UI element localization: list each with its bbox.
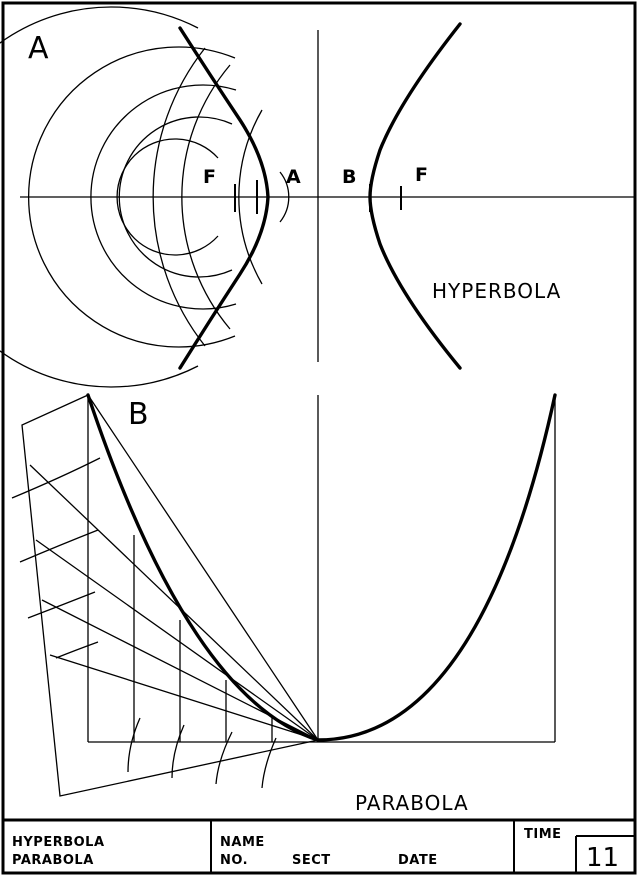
construction-arc — [0, 6, 199, 388]
sect-label: SECT — [292, 853, 331, 868]
figure-b-letter: B — [128, 397, 149, 432]
edge-hook — [171, 724, 185, 779]
edge-hook — [261, 737, 277, 789]
hyperbola-figure: A F A B F HYPERBOLA — [0, 6, 635, 388]
name-label: NAME — [220, 835, 265, 850]
ray-line — [29, 464, 319, 741]
time-label: TIME — [524, 827, 562, 842]
edge-hook — [11, 457, 101, 499]
edge-hook — [215, 731, 233, 785]
ray-line — [49, 654, 319, 741]
hyperbola-left-branch — [178, 26, 270, 370]
construction-arc — [90, 84, 237, 310]
parabola-figure: B PARABOLA — [11, 393, 557, 815]
ray-line — [35, 539, 319, 741]
title-line-1: HYPERBOLA — [12, 835, 105, 850]
title-line-2: PARABOLA — [12, 853, 94, 868]
title-block: HYPERBOLA PARABOLA NAME NO. SECT DATE TI… — [3, 818, 635, 873]
construction-arc — [279, 171, 290, 223]
parabola-rays — [29, 394, 319, 741]
figure-a-letter: A — [28, 31, 49, 66]
edge-hook — [19, 529, 99, 563]
ray-line — [87, 394, 319, 741]
no-label: NO. — [220, 853, 248, 868]
parabola-caption: PARABOLA — [355, 791, 469, 815]
construction-arc — [238, 109, 263, 285]
sheet-number: 11 — [586, 843, 619, 873]
construction-arc — [181, 64, 231, 330]
edge-hook — [55, 641, 99, 659]
edge-hook — [27, 591, 96, 619]
vertex-label-b: B — [342, 166, 356, 188]
hyperbola-right-branch — [368, 22, 462, 370]
hyperbola-caption: HYPERBOLA — [432, 279, 561, 303]
focus-label-right: F — [415, 164, 428, 186]
edge-hook — [127, 717, 141, 773]
parabola-construction-frame — [21, 394, 319, 797]
hyperbola-construction-arcs-2 — [152, 47, 290, 347]
construction-arc — [27, 46, 236, 348]
construction-arc — [152, 47, 206, 347]
parabola-edge-hooks — [11, 457, 277, 789]
date-label: DATE — [398, 853, 438, 868]
vertex-label-a: A — [286, 166, 301, 188]
construction-arc — [116, 138, 219, 256]
construction-arc — [118, 116, 233, 278]
parabola-vertical-divisions — [133, 535, 273, 742]
focus-label-left: F — [203, 166, 216, 188]
parabola-curve — [86, 393, 557, 742]
hyperbola-construction-arcs — [0, 6, 237, 388]
